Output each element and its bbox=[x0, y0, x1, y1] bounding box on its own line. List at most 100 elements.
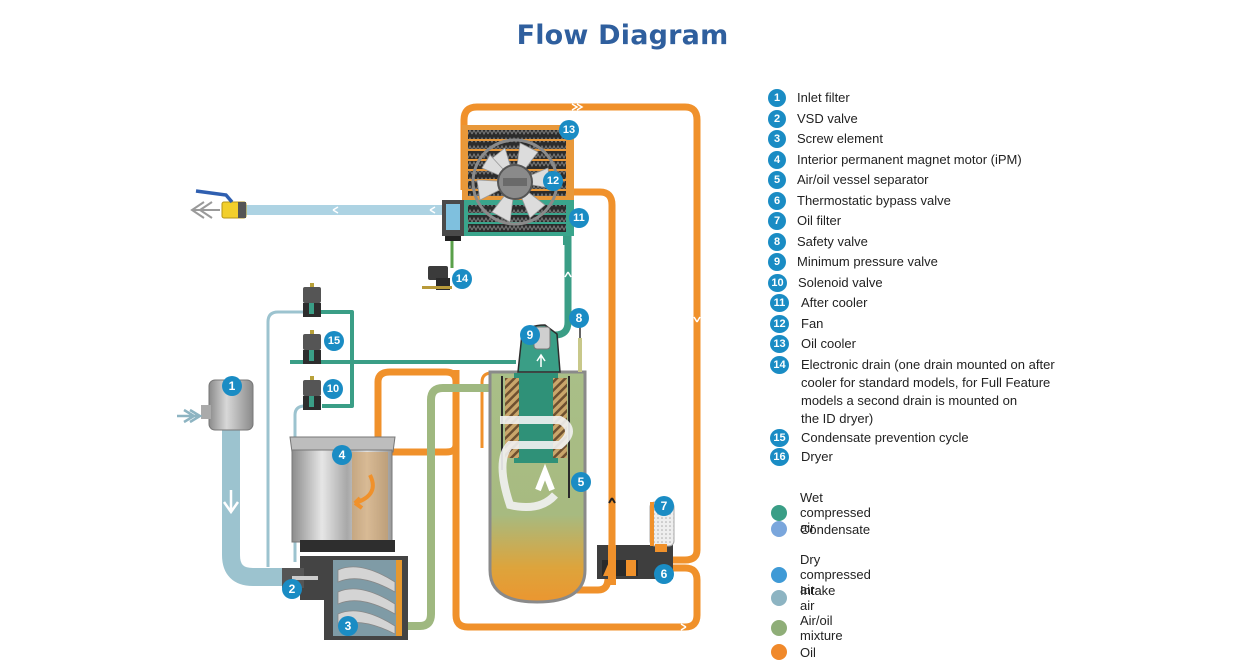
badge-4: 4 bbox=[332, 445, 352, 465]
flow-legend-dry-compressed-air: Dry compressed air bbox=[771, 552, 871, 597]
wet-air-pipe-riser bbox=[545, 235, 572, 339]
badge-2: 2 bbox=[282, 579, 302, 599]
flow-legend-label: Dry compressed air bbox=[800, 552, 871, 597]
legend-item-label: Oil cooler bbox=[801, 336, 856, 351]
number-badge: 12 bbox=[770, 314, 789, 333]
legend-item-line: models a second drain is mounted on bbox=[801, 392, 1018, 408]
dryer-module bbox=[442, 200, 464, 241]
legend-item-14: 14 Electronic drain (one drain mounted o… bbox=[770, 355, 1055, 428]
svg-text:9: 9 bbox=[527, 328, 534, 342]
oil-pipe-bottom-loop bbox=[452, 370, 701, 631]
svg-text:1: 1 bbox=[229, 379, 236, 393]
svg-text:4: 4 bbox=[339, 448, 346, 462]
svg-text:12: 12 bbox=[547, 175, 559, 187]
badge-5: 5 bbox=[571, 472, 591, 492]
number-badge: 10 bbox=[768, 273, 787, 292]
legend-item-label: Safety valve bbox=[797, 233, 868, 249]
badge-3: 3 bbox=[338, 616, 358, 636]
badge-1: 1 bbox=[222, 376, 242, 396]
svg-text:7: 7 bbox=[661, 499, 668, 513]
solenoid-valve-top bbox=[303, 283, 321, 317]
legend-item-line: cooler for standard models, for Full Fea… bbox=[801, 374, 1051, 390]
solenoid-valve-10 bbox=[303, 376, 321, 410]
wet-air-pipe-solenoid-bus bbox=[320, 310, 354, 408]
color-dot-icon bbox=[771, 566, 787, 583]
legend-item-label: Screw element bbox=[797, 131, 883, 146]
svg-text:14: 14 bbox=[456, 273, 469, 285]
flow-legend-label: Oil bbox=[800, 644, 816, 660]
number-badge: 8 bbox=[768, 232, 786, 251]
legend-item-9: 9 Minimum pressure valve bbox=[768, 253, 938, 271]
solenoid-valve-15 bbox=[303, 330, 321, 364]
legend-item-label: Minimum pressure valve bbox=[797, 254, 938, 269]
legend-item-label: Air/oil vessel separator bbox=[797, 172, 929, 187]
number-badge: 2 bbox=[768, 109, 786, 128]
flow-legend-label: Wet compressed air bbox=[800, 490, 871, 535]
color-dot-icon bbox=[771, 504, 787, 521]
inlet-filter bbox=[177, 379, 254, 515]
number-badge: 15 bbox=[770, 429, 789, 447]
flow-legend-label: Condensate bbox=[800, 521, 871, 537]
legend-item-12: 12 Fan bbox=[770, 314, 824, 333]
number-badge: 16 bbox=[770, 448, 789, 466]
ipm-motor bbox=[289, 436, 396, 552]
number-badge: 3 bbox=[768, 130, 786, 148]
legend-item-line: Electronic drain (one drain mounted on a… bbox=[801, 356, 1055, 372]
badge-10: 10 bbox=[323, 379, 343, 399]
page-title: Flow Diagram bbox=[516, 20, 729, 51]
legend-item-16: 16 Dryer bbox=[770, 448, 833, 466]
legend-item-4: 4 Interior permanent magnet motor (iPM) bbox=[768, 150, 1022, 169]
badge-13: 13 bbox=[559, 120, 579, 140]
air-oil-vessel bbox=[488, 322, 587, 604]
legend-item-11: 11 After cooler bbox=[770, 294, 867, 312]
flow-legend-label: Air/oil mixture bbox=[800, 613, 843, 643]
oil-pipe-cooler-return bbox=[570, 188, 616, 560]
legend-item-label: Solenoid valve bbox=[798, 274, 883, 290]
component-badges: 1 2 3 4 5 6 7 8 9 10 11 12 13 14 15 bbox=[222, 120, 674, 636]
svg-text:2: 2 bbox=[289, 582, 296, 596]
legend-item-5: 5 Air/oil vessel separator bbox=[768, 171, 929, 189]
legend-item-label: VSD valve bbox=[797, 110, 858, 126]
fan bbox=[471, 138, 559, 226]
svg-text:5: 5 bbox=[578, 475, 585, 489]
intake-pipe bbox=[222, 430, 292, 586]
badge-8: 8 bbox=[569, 308, 589, 328]
legend-item-1: 1 Inlet filter bbox=[768, 89, 850, 107]
number-badge: 1 bbox=[768, 89, 786, 107]
legend-item-10: 10 Solenoid valve bbox=[768, 273, 883, 292]
legend-item-3: 3 Screw element bbox=[768, 130, 883, 148]
svg-text:6: 6 bbox=[661, 567, 668, 581]
control-line-left bbox=[266, 310, 306, 567]
legend-item-label: Inlet filter bbox=[797, 90, 850, 105]
number-badge: 9 bbox=[768, 253, 786, 271]
number-badge: 7 bbox=[768, 212, 786, 230]
badge-7: 7 bbox=[654, 496, 674, 516]
outlet-arrow-icon bbox=[190, 201, 220, 219]
oil-pipe-top-loop bbox=[460, 103, 701, 564]
legend-item-7: 7 Oil filter bbox=[768, 212, 841, 230]
legend-item-label: Fan bbox=[801, 315, 824, 331]
oil-pipes bbox=[374, 103, 701, 631]
flow-legend-wet-compressed-air: Wet compressed air bbox=[771, 490, 871, 535]
number-badge: 11 bbox=[770, 294, 789, 312]
legend-item-label: Condensate prevention cycle bbox=[801, 430, 969, 445]
number-badge: 6 bbox=[768, 191, 786, 210]
badge-11: 11 bbox=[569, 208, 589, 228]
svg-text:15: 15 bbox=[328, 335, 340, 347]
svg-text:8: 8 bbox=[576, 311, 583, 325]
valve-handle bbox=[195, 189, 234, 204]
legend-item-label: Electronic drain (one drain mounted on a… bbox=[801, 356, 1055, 428]
legend-item-line: the ID dryer) bbox=[801, 410, 874, 426]
color-dot-icon bbox=[771, 620, 787, 636]
svg-text:10: 10 bbox=[327, 383, 339, 395]
electronic-drain bbox=[422, 266, 452, 290]
legend-item-label: After cooler bbox=[801, 295, 868, 310]
legend-item-label: Thermostatic bypass valve bbox=[797, 192, 951, 208]
flow-legend-label: Intake air bbox=[800, 583, 836, 613]
flow-legend-air-oil-mixture: Air/oil mixture bbox=[771, 613, 843, 643]
legend-item-15: 15 Condensate prevention cycle bbox=[770, 429, 969, 447]
flow-legend-intake-air: Intake air bbox=[771, 583, 835, 613]
color-dot-icon bbox=[771, 590, 787, 606]
svg-text:3: 3 bbox=[345, 619, 352, 633]
svg-text:13: 13 bbox=[563, 124, 575, 136]
